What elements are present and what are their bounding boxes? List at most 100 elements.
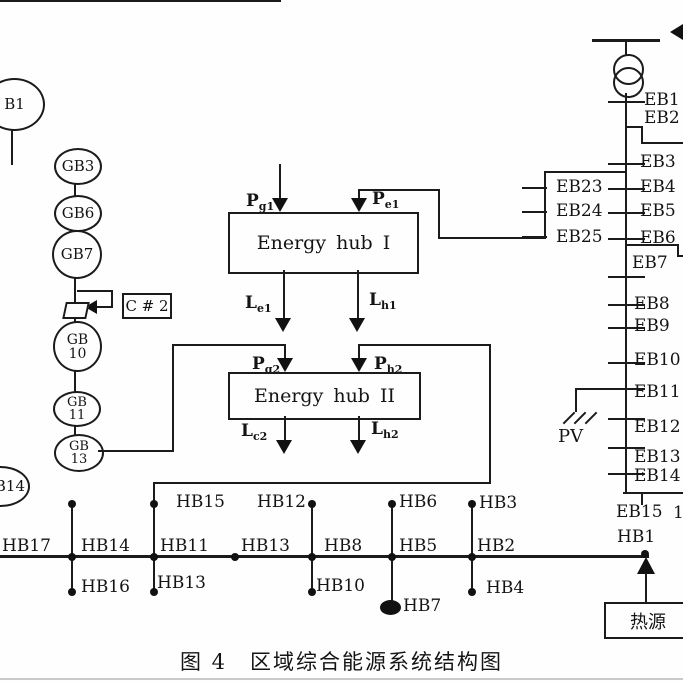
figure-caption: 图 4 区域综合能源系统结构图 (179, 650, 504, 674)
pg1-label: Pg1 (246, 191, 275, 213)
eb24-tap (522, 211, 547, 213)
eb10-tap (608, 362, 645, 364)
lh1-label: Lh1 (369, 290, 397, 312)
pg2-line-v (284, 344, 286, 360)
eb12-tap (608, 418, 645, 420)
label-eb6: EB6 (640, 228, 676, 248)
pg1-arrow-icon (272, 198, 288, 212)
node-b14: B14 (0, 466, 30, 507)
eb7-tap (608, 276, 645, 278)
hb-node-dot (150, 588, 158, 596)
label-eb10: EB10 (634, 350, 681, 370)
label-hb14: HB14 (81, 536, 130, 556)
eb8-tap (608, 304, 645, 306)
hb-node-dot (468, 500, 476, 508)
heat-feed-line-h (154, 482, 491, 484)
pe1-line-h1 (359, 189, 440, 191)
eb-bus-line (625, 93, 627, 494)
heat-feed-line-v-left (153, 482, 155, 593)
eb-bus-bottom-h (623, 492, 683, 494)
label-eb2: EB2 (644, 108, 680, 128)
compressor-loop-side (111, 290, 113, 308)
label-eb12: EB12 (634, 417, 681, 437)
hb-stub-4 (471, 502, 473, 593)
eb23-branch-top (546, 171, 627, 173)
eb2-branch-v (641, 126, 643, 144)
le1-line (283, 270, 285, 320)
hb-node-dot (308, 500, 316, 508)
eb6-branch-v (677, 244, 679, 257)
label-eb3: EB3 (640, 152, 676, 172)
transformer-icon (613, 67, 644, 98)
label-eb25: EB25 (556, 227, 603, 247)
lc2-label: Lc2 (241, 421, 268, 443)
lh1-line (357, 270, 359, 320)
hb-node-dot (308, 588, 316, 596)
node-gb10: GB 10 (53, 321, 102, 372)
le1-arrow-icon (275, 318, 291, 332)
eb6-branch-h2 (677, 255, 683, 257)
pe1-line-h2 (438, 237, 546, 239)
hb-node-dot (150, 553, 158, 561)
label-eb5: EB5 (640, 201, 676, 221)
label-hb6: HB6 (399, 492, 438, 512)
eb11-tap (608, 388, 645, 390)
label-hb5: HB5 (399, 536, 438, 556)
eb5-tap (608, 212, 645, 214)
hb-node-dot (468, 553, 476, 561)
hb-stub-2 (311, 502, 313, 593)
label-eb11: EB11 (634, 382, 681, 402)
eb-bus-line-top (625, 41, 627, 55)
heat-feed-line-v-right (489, 344, 491, 484)
hb-node-dot (388, 500, 396, 508)
label-hb1: HB1 (617, 527, 656, 547)
hb-stub-1 (71, 502, 73, 593)
energy-hub-1-box: Energy hub I (228, 212, 419, 274)
heat-source-arrow-icon (637, 557, 655, 574)
label-edge-fragment: 1 (673, 503, 683, 523)
label-eb14: EB14 (634, 466, 681, 486)
energy-hub-2-box: Energy hub II (228, 372, 421, 420)
hb1-node-dot (641, 550, 649, 558)
lh2-line (358, 416, 360, 442)
label-eb13: EB13 (634, 447, 681, 467)
node-b1: B1 (0, 78, 45, 131)
label-hb11: HB11 (160, 536, 209, 556)
gas-hub2-line-h (98, 450, 174, 452)
heat-source-line (645, 573, 647, 603)
label-eb4: EB4 (640, 177, 676, 197)
pv-ground-icon (584, 411, 598, 425)
label-hb13-low: HB13 (157, 573, 206, 593)
label-pv: PV (558, 426, 584, 447)
eb6-branch-h1 (627, 244, 679, 246)
compressor-icon (62, 302, 90, 319)
label-hb15: HB15 (176, 492, 225, 512)
node-gb13: GB 13 (54, 434, 104, 472)
label-eb9: EB9 (634, 316, 670, 336)
hb-node-dot (68, 588, 76, 596)
eb2-branch-h2 (641, 142, 683, 144)
pe1-arrow-icon (351, 198, 367, 212)
eb3-tap (608, 163, 645, 165)
compressor-loop-bottom (96, 306, 113, 308)
ph2-line-h (359, 344, 491, 346)
hb-node-dot (231, 553, 239, 561)
eb2-branch-h1 (627, 126, 643, 128)
eb6-tap (608, 238, 645, 240)
label-hb12: HB12 (257, 492, 306, 512)
label-hb3: HB3 (479, 493, 518, 513)
eb14-tap (608, 473, 645, 475)
label-hb2: HB2 (477, 536, 516, 556)
lh1-arrow-icon (349, 318, 365, 332)
ph2-arrow-icon (351, 358, 367, 372)
eb23-branch-line (544, 171, 546, 239)
compressor-label-box: C # 2 (122, 293, 172, 319)
eb15-stub (641, 492, 643, 505)
hb-node-dot (388, 553, 396, 561)
lh2-arrow-icon (350, 440, 366, 454)
grid-edge-arrow-icon (670, 24, 683, 40)
label-hb7: HB7 (403, 596, 442, 616)
hb7-node-dot (380, 600, 401, 615)
label-hb13-bus: HB13 (241, 536, 290, 556)
